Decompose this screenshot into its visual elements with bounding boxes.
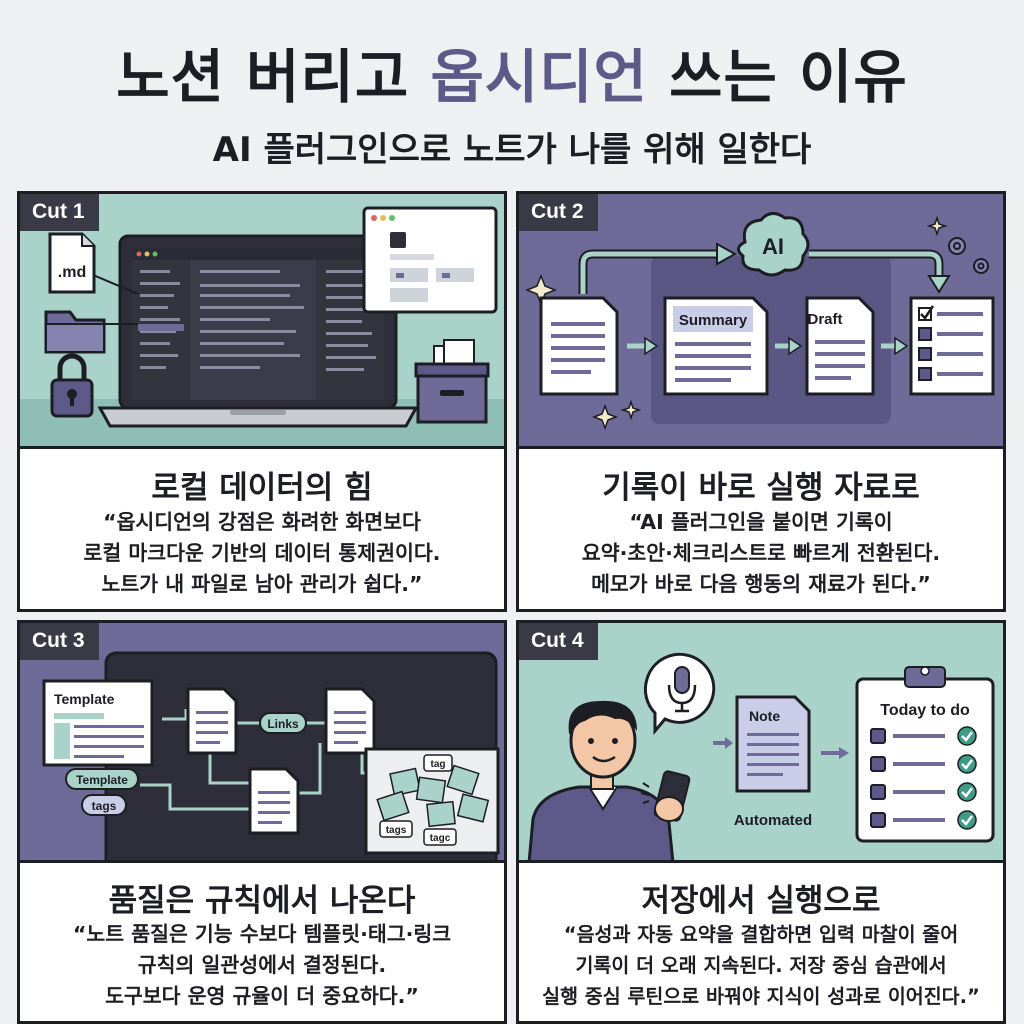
person-avatar: [527, 700, 675, 860]
cut-badge: Cut 3: [20, 623, 99, 660]
markdown-file-icon: [48, 232, 96, 294]
panel-title: 품질은 규칙에서 나온다: [108, 883, 416, 919]
clipboard-todo-icon: [855, 666, 995, 843]
links-label: Links: [267, 717, 299, 731]
ai-brain-icon: [737, 212, 810, 277]
panel-body: “음성과 자동 요약을 결합하면 입력 마찰이 줄어 기록이 더 오래 지속된다…: [542, 923, 980, 1008]
lock-icon: [50, 353, 94, 418]
tagc-label: tagc: [430, 833, 451, 844]
page-subtitle: AI 플러그인으로 노트가 나를 위해 일한다: [212, 130, 812, 170]
summary-label: Summary: [679, 312, 748, 329]
panel-body: “AI 플러그인을 붙이면 기록이 요약·초안·체크리스트로 빠르게 전환된다.…: [581, 510, 941, 596]
panel-body: “노트 품질은 기능 수보다 템플릿·태그·링크 규칙의 일관성에서 결정된다.…: [72, 922, 452, 1008]
template-tag-label: Template: [76, 773, 128, 787]
phone-icon: [640, 770, 691, 822]
panel-cut-1: .md: [17, 191, 507, 612]
panel-title: 기록이 바로 실행 자료로: [602, 470, 920, 506]
tag-label: tag: [431, 759, 446, 770]
scene-rules: Template Links Template tags: [20, 623, 504, 863]
panel-cut-3: Template Links Template tags: [17, 620, 507, 1024]
today-label: Today to do: [880, 702, 970, 719]
panel-cut-4: Note Automated Today to do: [516, 620, 1006, 1024]
cut-badge: Cut 2: [519, 194, 598, 231]
automated-label: Automated: [734, 812, 812, 829]
draft-label: Draft: [807, 311, 842, 328]
checklist-icon: [909, 296, 995, 396]
check-icon: [870, 726, 977, 830]
folder-icon: [44, 310, 106, 354]
md-file-label: .md: [58, 264, 86, 281]
scene-ai-pipeline: AI Summary: [519, 194, 1003, 449]
ai-label: AI: [762, 234, 784, 259]
tags-label: tags: [92, 799, 117, 813]
panel-cut-2: AI Summary: [516, 191, 1006, 612]
note-document-icon: [735, 695, 811, 793]
archive-box-icon: [414, 339, 490, 424]
panel-title: 로컬 데이터의 힘: [151, 470, 373, 506]
tag-icon: [364, 747, 500, 855]
template-icon: [42, 679, 154, 767]
scene-local-data: .md: [20, 194, 504, 449]
tags2-label: tags: [386, 825, 407, 836]
gear-icon: [948, 237, 989, 274]
cut-badge: Cut 4: [519, 623, 598, 660]
template-label: Template: [54, 691, 115, 707]
microphone-icon: [643, 652, 716, 736]
note-label: Note: [749, 708, 780, 724]
laptop-icon: [97, 234, 419, 428]
page-title: 노션 버리고 옵시디언 쓰는 이유: [116, 43, 908, 111]
title-accent: 옵시디언: [430, 43, 648, 111]
panel-title: 저장에서 실행으로: [641, 883, 881, 919]
scene-voice-automation: Note Automated Today to do: [519, 623, 1003, 863]
panel-body: “옵시디언의 강점은 화려한 화면보다 로컬 마크다운 기반의 데이터 통제권이…: [83, 510, 441, 596]
app-window-popup: [362, 206, 498, 314]
cut-badge: Cut 1: [20, 194, 99, 231]
document-icon: [539, 296, 619, 396]
